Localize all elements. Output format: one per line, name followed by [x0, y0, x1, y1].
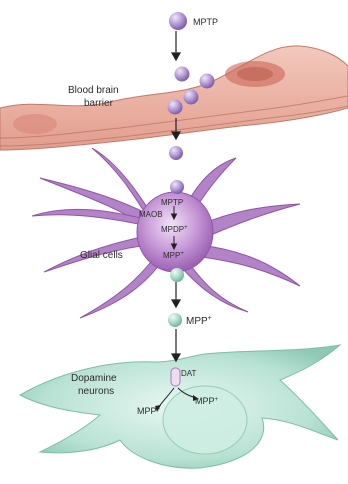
glial-mptp-label: MPTP — [161, 198, 183, 207]
bbb-label-line1: Blood brain — [68, 85, 119, 96]
bbb-label-line2: barrier — [84, 98, 114, 109]
dopamine-label-line1: Dopamine — [71, 373, 117, 384]
glial-cells-label: Glial cells — [80, 250, 123, 261]
maob-label: MAOB — [139, 210, 163, 219]
mpdp-label: MPDP+ — [161, 225, 188, 234]
mpp-molecule — [168, 313, 182, 327]
mptp-molecule — [168, 100, 183, 115]
mptp-molecule — [184, 90, 199, 105]
dat-label: DAT — [181, 369, 197, 378]
dopamine-neuron — [20, 345, 340, 468]
mpp-mid-label: MPP+ — [186, 315, 212, 327]
dat-transporter — [171, 368, 180, 386]
mptp-molecule — [169, 146, 183, 160]
mptp-molecule-top — [169, 12, 187, 30]
mptp-molecule — [170, 180, 184, 194]
mptp-molecule — [200, 74, 215, 89]
mptp-molecule — [175, 67, 190, 82]
dopamine-label-line2: neurons — [78, 386, 114, 397]
mptp-top-label: MPTP — [193, 17, 218, 27]
mpp-molecule-in-glia — [170, 268, 184, 282]
